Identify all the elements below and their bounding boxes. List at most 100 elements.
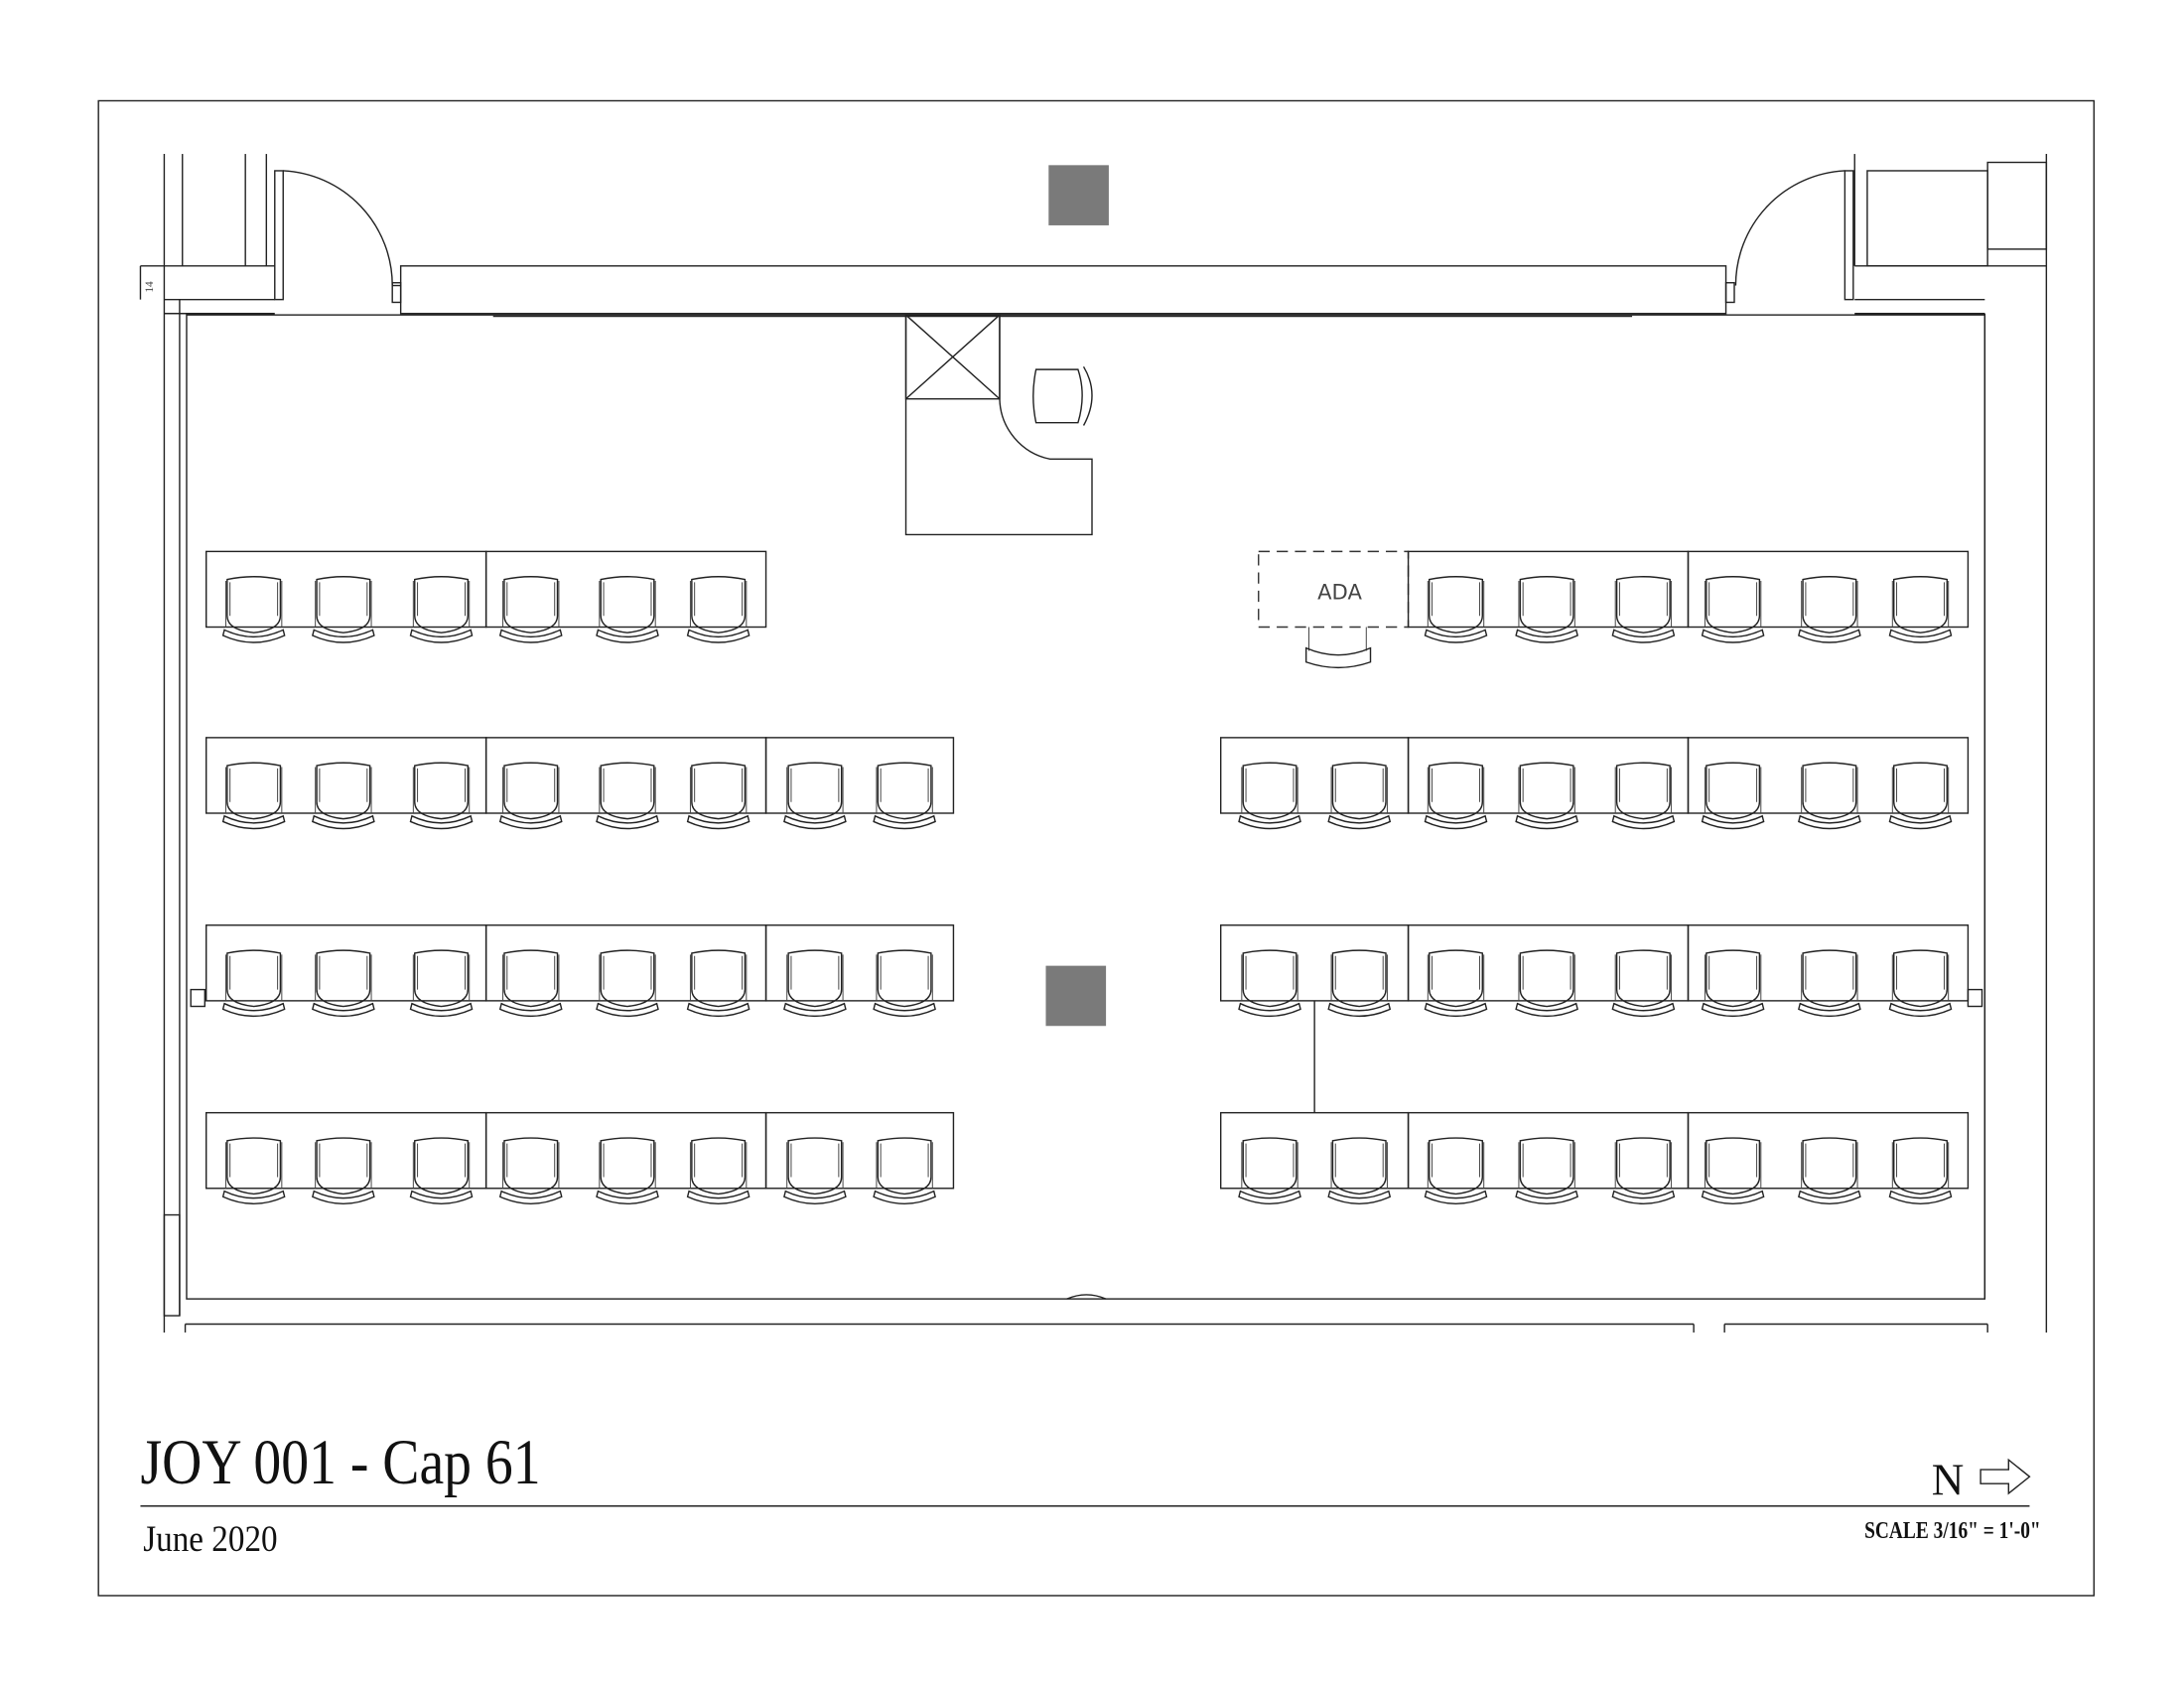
- table: [205, 737, 487, 814]
- student-chair: [686, 949, 751, 1018]
- student-chair: [498, 949, 563, 1018]
- student-chair: [783, 949, 847, 1018]
- north-arrow-icon: [1979, 1458, 2031, 1495]
- student-chair: [409, 576, 474, 643]
- table: [484, 737, 767, 814]
- student-chair: [873, 762, 936, 830]
- student-chair: [1515, 762, 1578, 830]
- student-chair: [1424, 1137, 1488, 1204]
- student-chair: [1515, 576, 1578, 643]
- table: [1219, 1111, 1410, 1190]
- student-chair: [596, 762, 659, 830]
- table: [1687, 737, 1970, 814]
- student-chair: [1888, 949, 1953, 1018]
- student-chair: [409, 762, 474, 830]
- student-chair: [873, 949, 936, 1018]
- table: [1407, 1111, 1690, 1190]
- north-label: N: [1932, 1455, 1965, 1504]
- seating-rows: [205, 550, 1970, 1204]
- student-chair: [1701, 949, 1765, 1018]
- student-chair: [1798, 576, 1861, 643]
- student-chair: [498, 576, 563, 643]
- table: [205, 1111, 487, 1190]
- student-chair: [596, 1137, 659, 1204]
- instructor-chair: [1032, 365, 1093, 426]
- student-chair: [409, 949, 474, 1018]
- table: [764, 924, 955, 1002]
- student-chair: [1798, 949, 1861, 1018]
- wall-tag: 14: [144, 281, 156, 293]
- table: [1407, 737, 1690, 814]
- student-chair: [1238, 762, 1301, 830]
- student-chair: [312, 762, 375, 830]
- student-chair: [783, 1137, 847, 1204]
- column-top: [1048, 165, 1109, 225]
- left-row-1: [205, 550, 767, 643]
- student-chair: [686, 1137, 751, 1204]
- student-chair: [1701, 576, 1765, 643]
- student-chair: [498, 762, 563, 830]
- student-chair: [1798, 762, 1861, 830]
- walls: 14: [139, 154, 2048, 1333]
- table: [1219, 924, 1410, 1002]
- title-block: JOY 001 - Cap 61 June 2020 N SCALE 3/16"…: [140, 1427, 2041, 1559]
- door-right[interactable]: [1724, 170, 1854, 304]
- student-chair: [1424, 949, 1488, 1018]
- student-chair: [1888, 576, 1953, 643]
- student-chair: [1327, 762, 1392, 830]
- student-chair: [686, 576, 751, 643]
- table: [205, 550, 487, 629]
- student-chair: [1611, 576, 1676, 643]
- student-chair: [1798, 1137, 1861, 1204]
- student-chair: [596, 949, 659, 1018]
- student-chair: [221, 1137, 286, 1204]
- student-chair: [1701, 1137, 1765, 1204]
- scale-label: SCALE 3/16" = 1'-0": [1864, 1518, 2041, 1544]
- student-chair: [1701, 762, 1765, 830]
- table: [1687, 924, 1970, 1002]
- ada-label: ADA: [1317, 579, 1362, 604]
- student-chair: [686, 762, 751, 830]
- table: [764, 737, 955, 814]
- student-chair: [596, 576, 659, 643]
- right-row-2: [1219, 737, 1970, 830]
- right-row-4: [1219, 1111, 1970, 1204]
- student-chair: [1238, 949, 1301, 1018]
- door-left[interactable]: [274, 170, 402, 304]
- table: [764, 1111, 955, 1190]
- left-row-3: [205, 924, 955, 1018]
- student-chair: [1888, 762, 1953, 830]
- left-row-2: [205, 737, 955, 830]
- left-row-4: [205, 1111, 955, 1204]
- plan-date: June 2020: [143, 1518, 277, 1559]
- student-chair: [409, 1137, 474, 1204]
- student-chair: [1888, 1137, 1953, 1204]
- student-chair: [498, 1137, 563, 1204]
- student-chair: [1515, 1137, 1578, 1204]
- table: [1219, 737, 1410, 814]
- whiteboard: [399, 265, 1727, 318]
- instructor-desk: [904, 314, 1093, 536]
- student-chair: [221, 949, 286, 1018]
- student-chair: [1515, 949, 1578, 1018]
- student-chair: [312, 949, 375, 1018]
- ada-chair: [1304, 627, 1372, 669]
- table: [205, 924, 487, 1002]
- student-chair: [1327, 949, 1392, 1018]
- student-chair: [1424, 762, 1488, 830]
- student-chair: [221, 576, 286, 643]
- student-chair: [1611, 949, 1676, 1018]
- student-chair: [221, 762, 286, 830]
- student-chair: [1611, 762, 1676, 830]
- right-row-3: [1219, 924, 1970, 1018]
- student-chair: [1327, 1137, 1392, 1204]
- ada-station: ADA: [1258, 550, 1410, 669]
- student-chair: [873, 1137, 936, 1204]
- table: [1687, 1111, 1970, 1190]
- table: [484, 924, 767, 1002]
- column-center: [1045, 965, 1107, 1027]
- table: [1407, 924, 1690, 1002]
- student-chair: [1238, 1137, 1301, 1204]
- student-chair: [783, 762, 847, 830]
- room-title: JOY 001 - Cap 61: [140, 1427, 540, 1498]
